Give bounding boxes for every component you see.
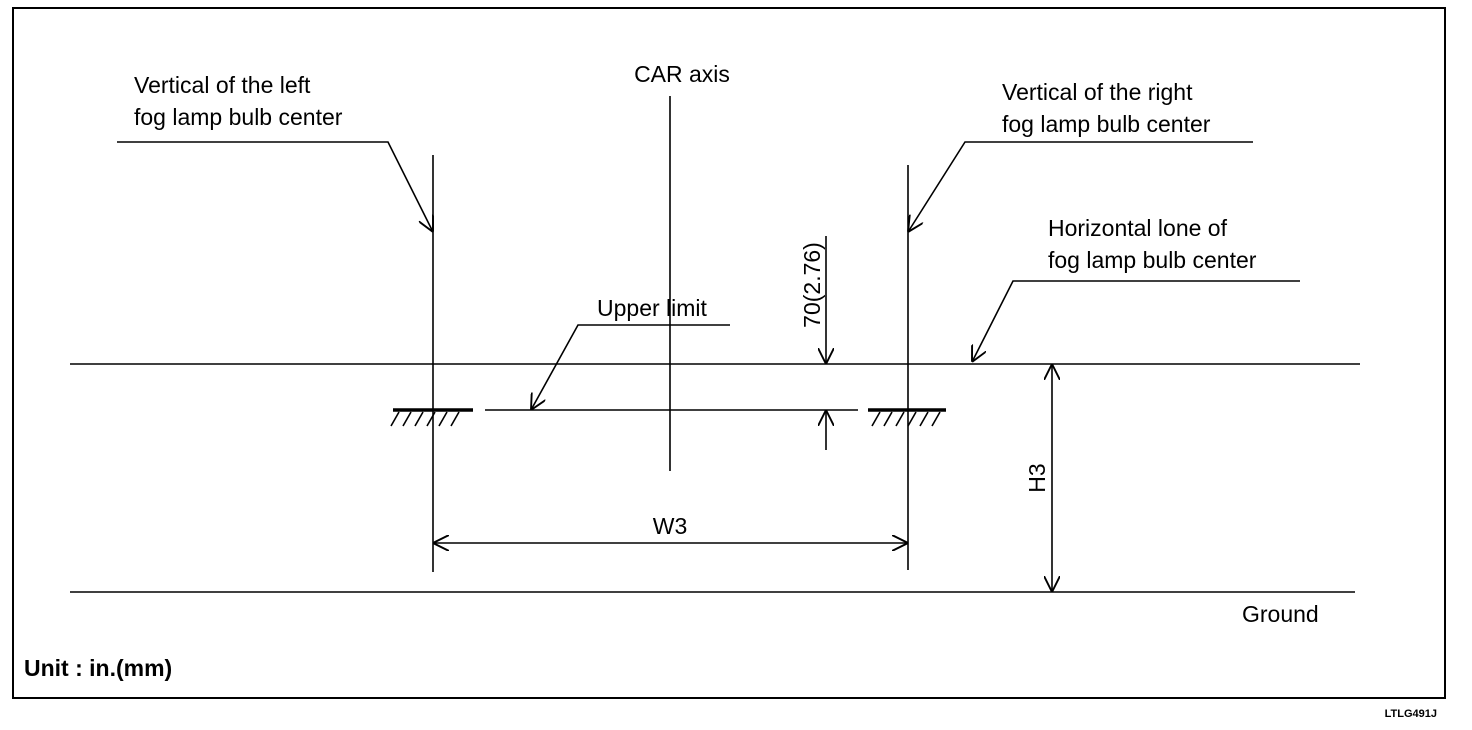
- left-limit-hatch: [390, 408, 473, 427]
- right-vertical-leader: [908, 141, 1253, 232]
- unit-label: Unit : in.(mm): [24, 655, 172, 681]
- horizontal-line-label-line1: Horizontal lone of: [1048, 215, 1228, 241]
- right-vertical-label-line2: fog lamp bulb center: [1002, 111, 1211, 137]
- ground-label: Ground: [1242, 601, 1319, 627]
- horizontal-line-label-line2: fog lamp bulb center: [1048, 247, 1257, 273]
- car-axis-label: CAR axis: [634, 61, 730, 87]
- height-dimension-label: H3: [1024, 463, 1050, 492]
- left-vertical-label-line1: Vertical of the left: [134, 72, 311, 98]
- width-dimension-label: W3: [653, 513, 688, 539]
- offset-dimension-label: 70(2.76): [799, 242, 825, 328]
- upper-limit-leader: [531, 324, 730, 410]
- horizontal-line-leader: [972, 280, 1300, 362]
- left-vertical-label-line2: fog lamp bulb center: [134, 104, 343, 130]
- diagram-frame: [12, 7, 1446, 699]
- upper-limit-label: Upper limit: [597, 295, 708, 321]
- left-vertical-leader: [117, 141, 433, 232]
- right-vertical-label-line1: Vertical of the right: [1002, 79, 1193, 105]
- right-limit-hatch: [868, 408, 946, 427]
- figure-code-label: LTLG491J: [1385, 708, 1437, 720]
